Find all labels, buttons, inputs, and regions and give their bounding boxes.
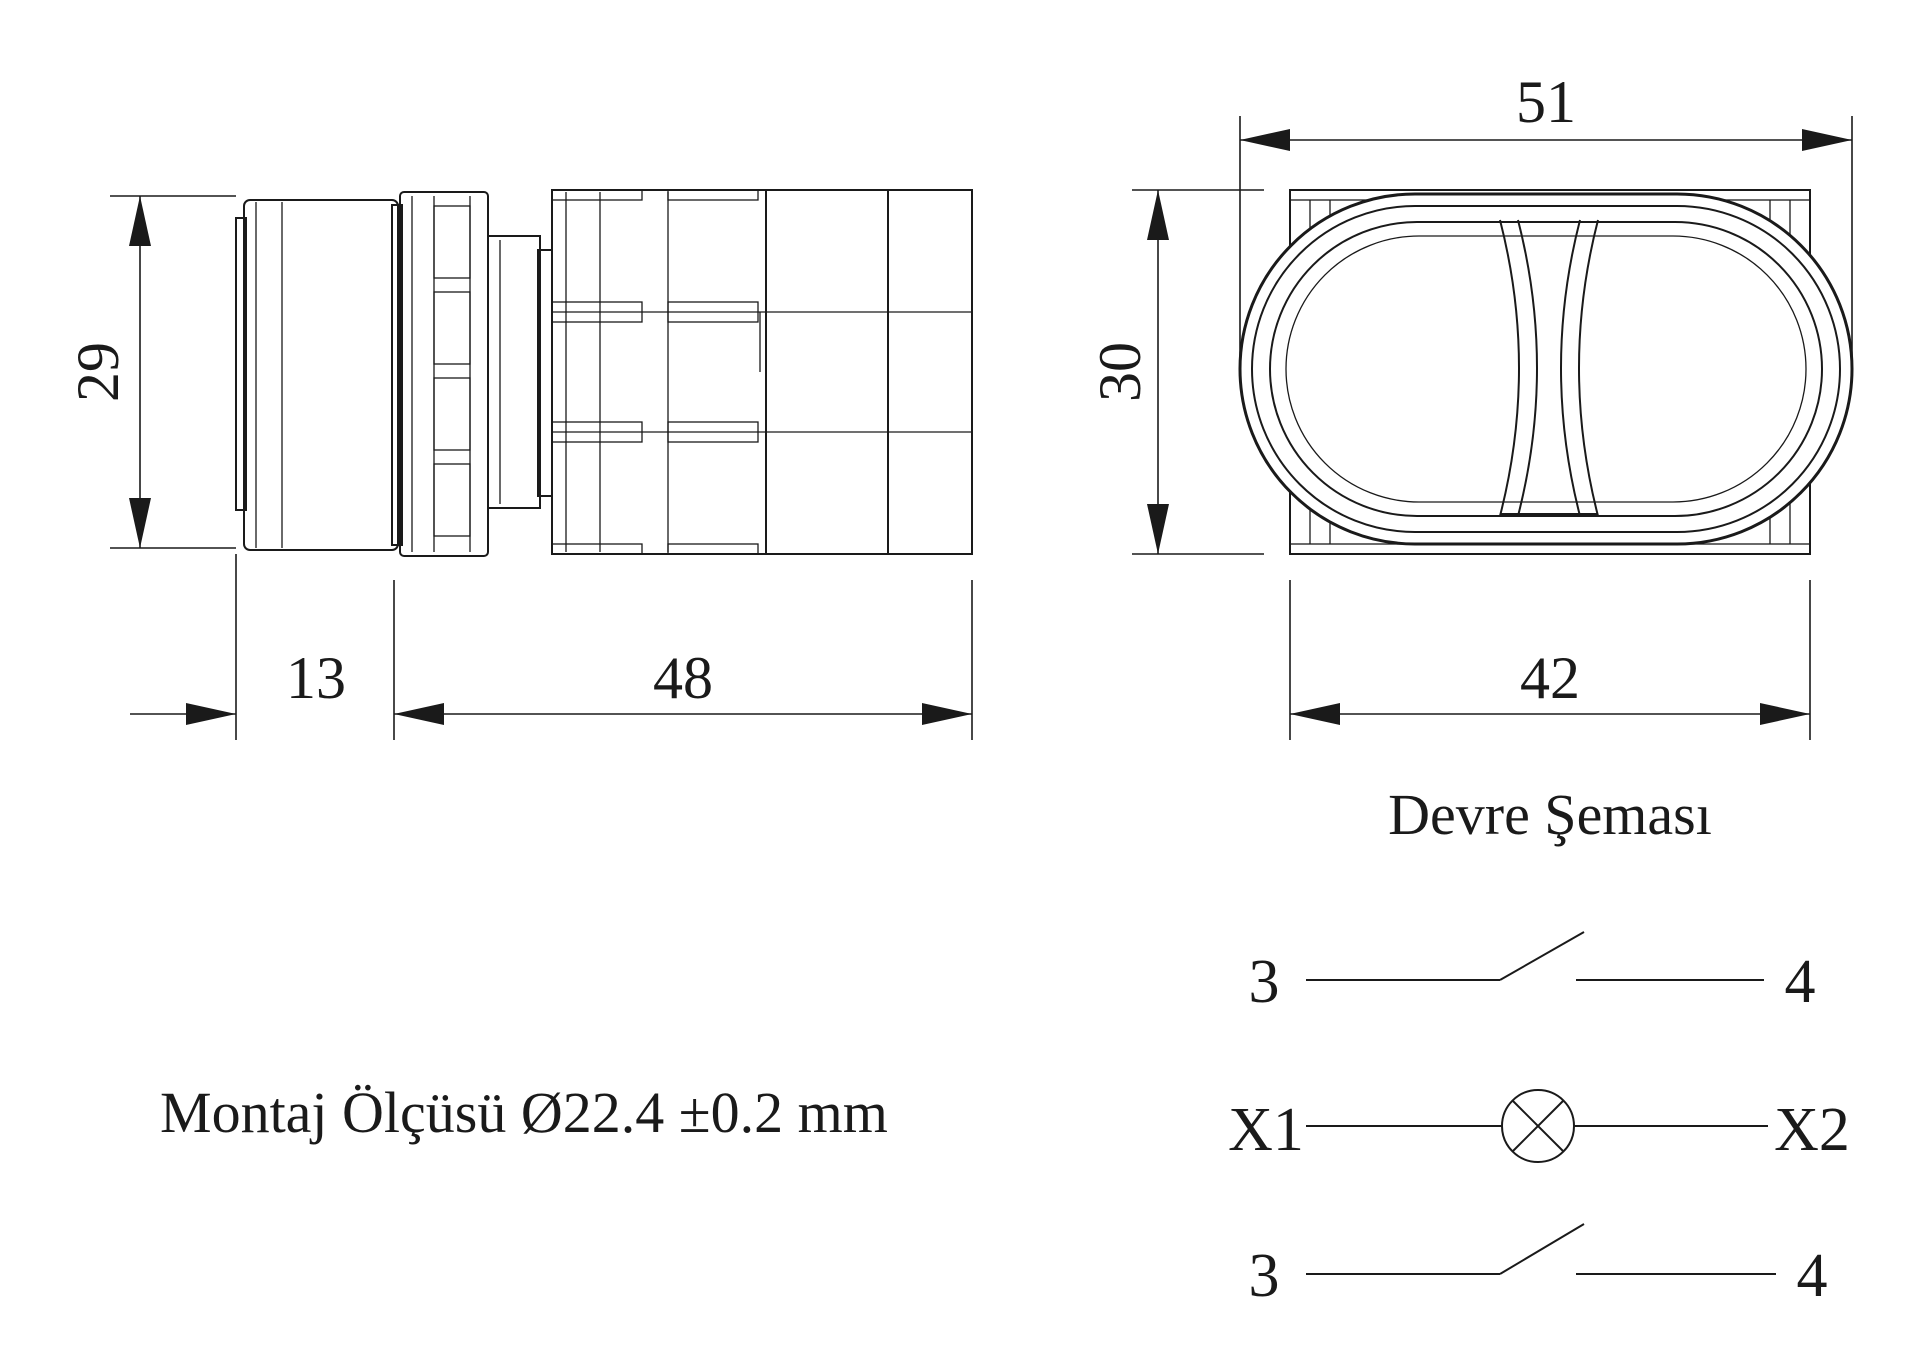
side-height-dimension: 29 xyxy=(65,195,236,549)
circuit-diagram: Devre Şeması 3 4 X1 X2 3 4 xyxy=(1228,782,1850,1310)
mounting-note: Montaj Ölçüsü Ø22.4 ±0.2 mm xyxy=(160,1080,888,1145)
contact-top-left-terminal: 3 xyxy=(1249,948,1280,1016)
base-width-label: 42 xyxy=(1520,645,1580,711)
front-height-label: 30 xyxy=(1087,342,1153,402)
front-width-dimension: 51 xyxy=(1239,69,1853,370)
contact-top-right-terminal: 4 xyxy=(1785,948,1816,1016)
contact-bottom-left-terminal: 3 xyxy=(1249,1242,1280,1310)
mounting-ring xyxy=(399,191,553,557)
contact-body xyxy=(551,189,973,555)
lamp-left-terminal: X1 xyxy=(1228,1096,1304,1164)
front-view: 51 30 42 xyxy=(1087,69,1854,740)
side-height-label: 29 xyxy=(65,342,131,402)
side-view: 29 13 48 xyxy=(65,189,973,740)
front-depth-label: 13 xyxy=(286,645,346,711)
front-height-dimension: 30 xyxy=(1087,189,1264,555)
front-base-dimension: 42 xyxy=(1289,580,1811,740)
overall-width-label: 51 xyxy=(1516,69,1576,135)
oval-bezel xyxy=(1238,192,1854,546)
contact-bottom: 3 4 xyxy=(1249,1223,1828,1310)
contact-top: 3 4 xyxy=(1249,931,1816,1016)
circuit-title: Devre Şeması xyxy=(1388,782,1712,847)
button-cap xyxy=(235,199,403,551)
lamp: X1 X2 xyxy=(1228,1089,1850,1164)
body-length-label: 48 xyxy=(653,645,713,711)
side-length-dimensions: 13 48 xyxy=(130,554,973,740)
contact-bottom-right-terminal: 4 xyxy=(1797,1242,1828,1310)
lamp-right-terminal: X2 xyxy=(1774,1096,1850,1164)
